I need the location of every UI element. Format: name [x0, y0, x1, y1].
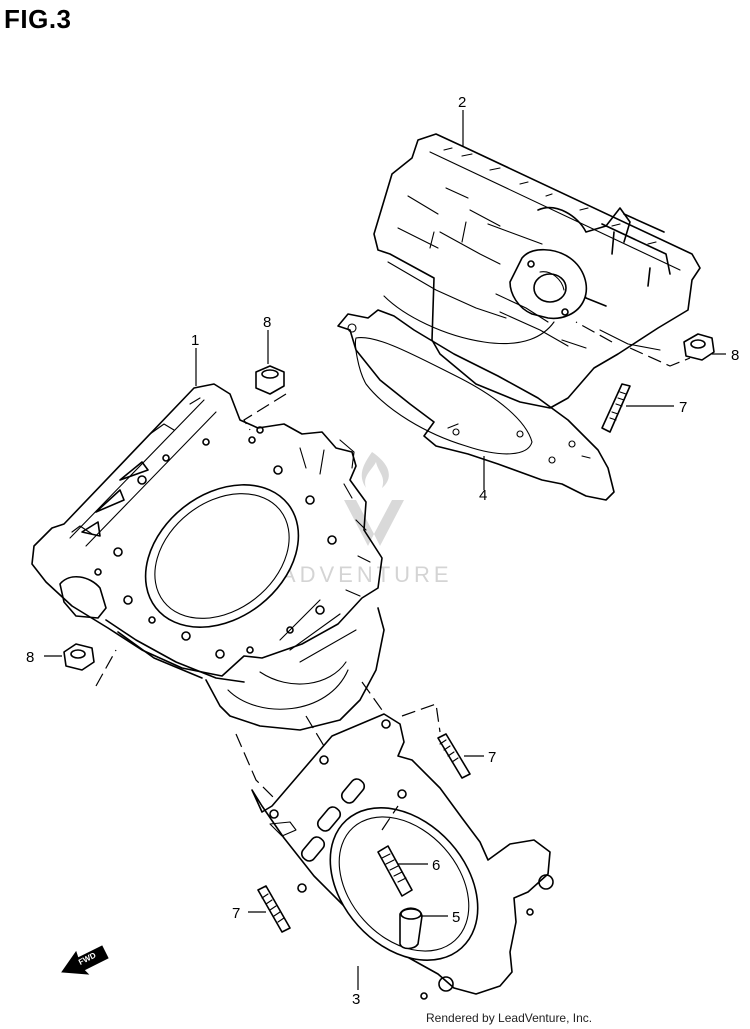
- callout-4: 4: [479, 487, 487, 504]
- callout-7-upper: 7: [679, 399, 687, 416]
- part-8-nut-left: [63, 643, 95, 671]
- assembly-guide-lines: [95, 321, 691, 831]
- part-2-rear-cylinder: [373, 133, 701, 409]
- part-1-front-cylinder: [31, 383, 385, 731]
- callout-5: 5: [452, 909, 460, 926]
- callout-8-left: 8: [26, 649, 34, 666]
- callout-8-right: 8: [731, 347, 739, 364]
- callout-labels: 1 2 3 4 5 6 7 7 7 8 8 8: [26, 94, 739, 1008]
- figure-title: FIG.3: [4, 4, 72, 34]
- callout-8-top: 8: [263, 314, 271, 331]
- callout-7-middle: 7: [488, 749, 496, 766]
- part-8-nut-right: [683, 333, 715, 361]
- part-7-stud-lower: [257, 885, 291, 933]
- callout-6: 6: [432, 857, 440, 874]
- part-5-dowel-pin: [399, 907, 423, 950]
- callout-7-lower: 7: [232, 905, 240, 922]
- part-8-nut-top: [255, 365, 285, 395]
- callout-3: 3: [352, 991, 360, 1008]
- part-7-stud-middle: [437, 733, 471, 779]
- part-7-stud-upper: [601, 383, 631, 433]
- part-6-stud: [377, 845, 413, 897]
- render-credit: Rendered by LeadVenture, Inc.: [426, 1011, 593, 1025]
- callout-2: 2: [458, 94, 466, 111]
- leader-lines: [44, 110, 726, 990]
- callout-1: 1: [191, 332, 199, 349]
- part-4-rear-base-gasket: [337, 309, 615, 501]
- forward-arrow-icon: FWD: [61, 945, 109, 975]
- part-3-front-base-gasket: [251, 713, 554, 1000]
